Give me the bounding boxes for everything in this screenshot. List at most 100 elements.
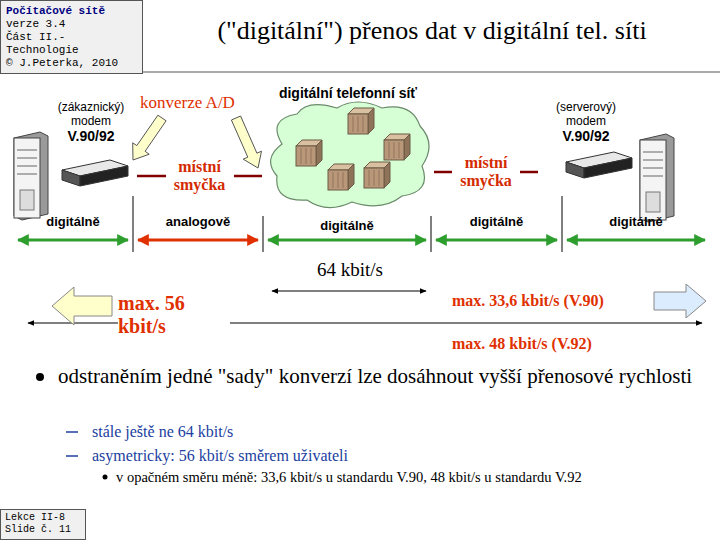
node-text: Počítačové sítě — [6, 4, 137, 18]
footer-box: Lekce II-8Slide č. 11 — [0, 509, 86, 540]
server-side — [640, 134, 674, 222]
cube-side — [368, 108, 374, 134]
server-icon — [14, 132, 48, 220]
server-front — [14, 138, 40, 218]
cube-stripe — [394, 142, 395, 158]
cloud-shape — [262, 84, 434, 214]
node-text: © J.Peterka, 2010 — [6, 57, 137, 70]
bullet-dot — [36, 373, 44, 381]
segment-label: digitálně — [18, 214, 128, 229]
switch-cube — [296, 140, 322, 166]
slide-title: ("digitální") přenos dat v digitální tel… — [146, 16, 718, 46]
segment-arrow — [268, 239, 426, 242]
node-text: (zákaznický) modem — [47, 100, 135, 128]
server-bay — [643, 168, 663, 169]
cube-stripe — [311, 148, 312, 164]
node-text: V.90/92 — [540, 128, 632, 145]
cube-stripe — [306, 148, 307, 164]
rate-label: 64 kbit/s — [300, 259, 400, 281]
modem-node: (zákaznický) modemV.90/92 — [45, 98, 137, 190]
server-bay — [17, 166, 37, 167]
span-arrow — [272, 291, 426, 292]
cube-stripe — [363, 116, 364, 132]
segment-label: digitálně — [436, 214, 557, 229]
block-arrow — [133, 115, 166, 160]
cube-front — [328, 170, 348, 190]
node-text: verze 3.4 — [6, 18, 137, 31]
server-bay — [17, 174, 37, 175]
segment-label: digitálně — [567, 214, 705, 229]
segment-label: digitálně — [268, 218, 426, 233]
cube-stripe — [333, 172, 334, 188]
node-text: Část II.-Technologie — [6, 31, 137, 57]
server-bay — [643, 176, 663, 177]
switch-cube — [384, 134, 410, 160]
cube-front — [296, 146, 316, 166]
node-text: Slide č. 11 — [5, 524, 81, 536]
rate-label: max. 33,6 kbit/s (V.90) — [452, 291, 612, 310]
bullet-dash — [66, 431, 78, 433]
server-panel — [646, 192, 660, 212]
cube-front — [364, 168, 384, 188]
node-text: Lekce II-8 — [5, 512, 81, 524]
cube-stripe — [369, 170, 370, 186]
cube-stripe — [389, 142, 390, 158]
segment-arrow — [18, 239, 128, 242]
cube-side — [384, 162, 390, 188]
bullet-dash — [66, 455, 78, 457]
rate-label: max. 48 kbit/s (V.92) — [452, 334, 652, 353]
cube-side — [404, 134, 410, 160]
sub-bullet-text: v opačném směru méně: 33,6 kbit/s u stan… — [116, 468, 714, 486]
sub-bullet-text: asymetricky: 56 kbit/s směrem uživateli — [92, 446, 692, 465]
cube-stripe — [399, 142, 400, 158]
modem-front — [566, 162, 584, 178]
network-cloud: digitální telefonní síť — [262, 84, 434, 214]
server-icon — [640, 134, 674, 222]
node-text: (serverový) modem — [540, 100, 632, 128]
server-bay — [643, 152, 663, 153]
switch-cube — [348, 108, 374, 134]
modem-icon — [62, 160, 128, 186]
server-panel — [20, 190, 34, 210]
segment-arrow — [436, 239, 557, 242]
segment-arrow — [138, 239, 258, 242]
rate-label: max. 56 kbit/s — [118, 292, 230, 338]
cube-stripe — [379, 170, 380, 186]
modem-side — [584, 158, 632, 178]
conversion-note: konverze A/D — [140, 93, 264, 113]
edge-label: místní smyčka — [166, 158, 234, 194]
server-side — [14, 132, 48, 220]
cube-side — [316, 140, 322, 166]
cube-front — [384, 140, 404, 160]
cube-stripe — [343, 172, 344, 188]
cube-stripe — [358, 116, 359, 132]
cube-stripe — [301, 148, 302, 164]
header-box: Počítačové sítěverze 3.4Část II.-Technol… — [0, 0, 143, 74]
bullet-dot — [103, 475, 108, 480]
node-text: digitální telefonní síť — [264, 84, 432, 102]
cube-front — [348, 114, 368, 134]
modem-side — [80, 166, 128, 186]
cube-stripe — [353, 116, 354, 132]
section-divider — [133, 196, 134, 252]
block-arrow — [231, 116, 261, 168]
block-arrow — [52, 287, 112, 325]
modem-node: (serverový) modemV.90/92 — [538, 98, 634, 190]
switch-cube — [364, 162, 390, 188]
block-arrow — [654, 284, 706, 318]
edge-label: místní smyčka — [452, 154, 520, 190]
cube-side — [348, 164, 354, 190]
segment-arrow — [567, 239, 705, 242]
cube-stripe — [374, 170, 375, 186]
cube-stripe — [338, 172, 339, 188]
modem-icon — [566, 152, 632, 178]
server-bay — [643, 160, 663, 161]
server-bay — [17, 150, 37, 151]
section-divider — [562, 196, 563, 252]
section-divider — [431, 216, 432, 252]
modem-front — [62, 170, 80, 186]
node-text: V.90/92 — [47, 128, 135, 145]
switch-cube — [328, 164, 354, 190]
section-divider — [263, 216, 264, 252]
